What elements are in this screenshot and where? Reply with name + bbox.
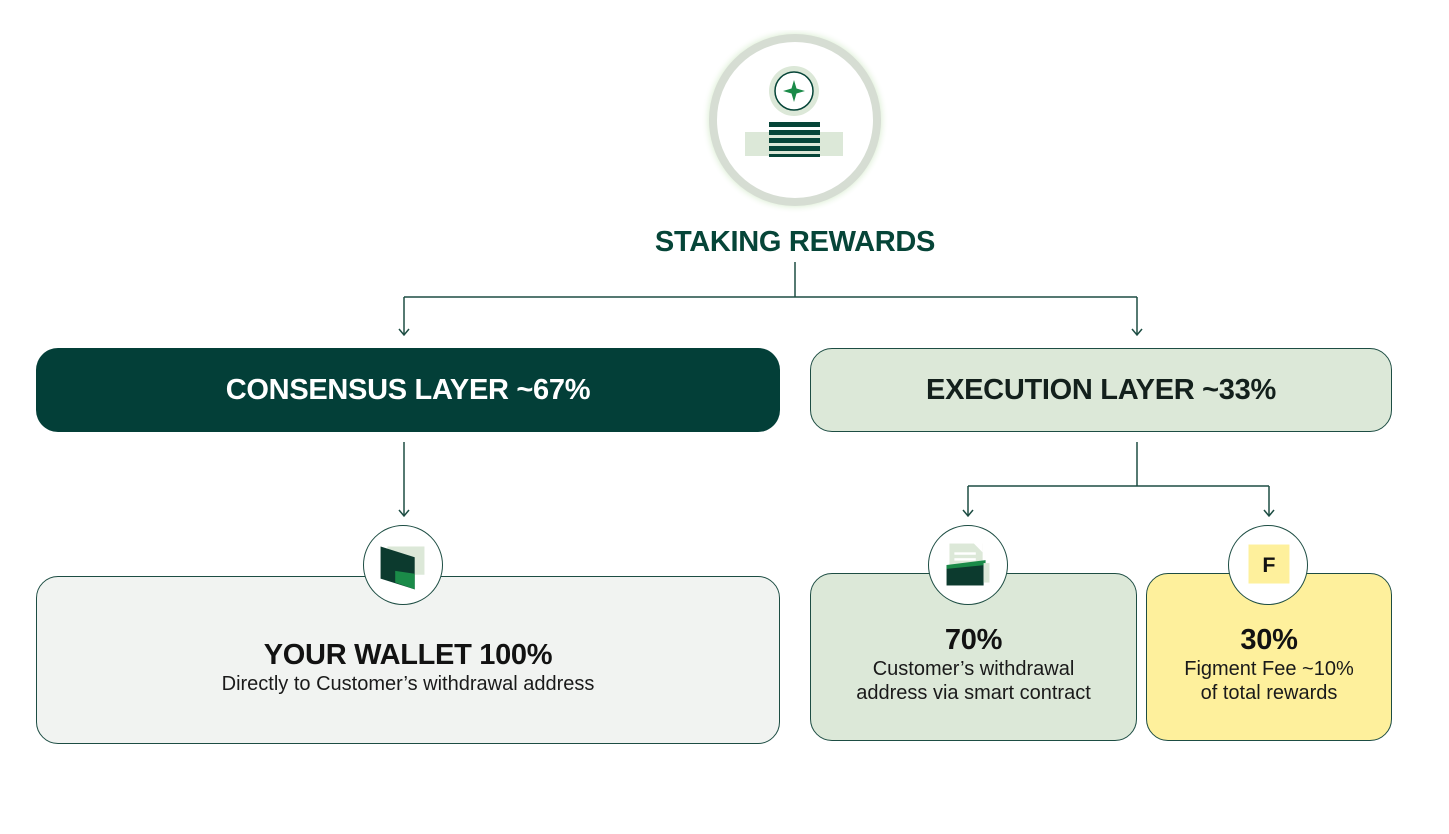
- fee-description-line1: Figment Fee ~10%: [1184, 658, 1354, 680]
- wallet-icon: [380, 546, 425, 590]
- diagram-title: STAKING REWARDS: [654, 225, 936, 258]
- coin-stack-icon: [700, 26, 890, 220]
- figment-logo-icon: F: [1248, 544, 1290, 584]
- execution-layer-label: EXECUTION LAYER ~33%: [926, 373, 1276, 406]
- consensus-layer-box: CONSENSUS LAYER ~67%: [36, 348, 780, 432]
- fee-title: 30%: [1240, 624, 1298, 656]
- fee-badge: F: [1228, 525, 1308, 605]
- contract-badge: [928, 525, 1008, 605]
- wallet-description: Directly to Customer’s withdrawal addres…: [221, 673, 595, 695]
- folder-document-icon: [946, 543, 990, 586]
- fee-description-line2: of total rewards: [1200, 682, 1338, 704]
- fee-badge-letter: F: [1262, 553, 1275, 577]
- wallet-title: YOUR WALLET 100%: [263, 639, 553, 671]
- wallet-badge: [363, 525, 443, 605]
- consensus-layer-label: CONSENSUS LAYER ~67%: [225, 373, 591, 406]
- contract-description-line2: address via smart contract: [856, 682, 1091, 704]
- contract-title: 70%: [944, 624, 1003, 656]
- contract-description-line1: Customer’s withdrawal: [872, 658, 1075, 680]
- execution-layer-box: EXECUTION LAYER ~33%: [810, 348, 1392, 432]
